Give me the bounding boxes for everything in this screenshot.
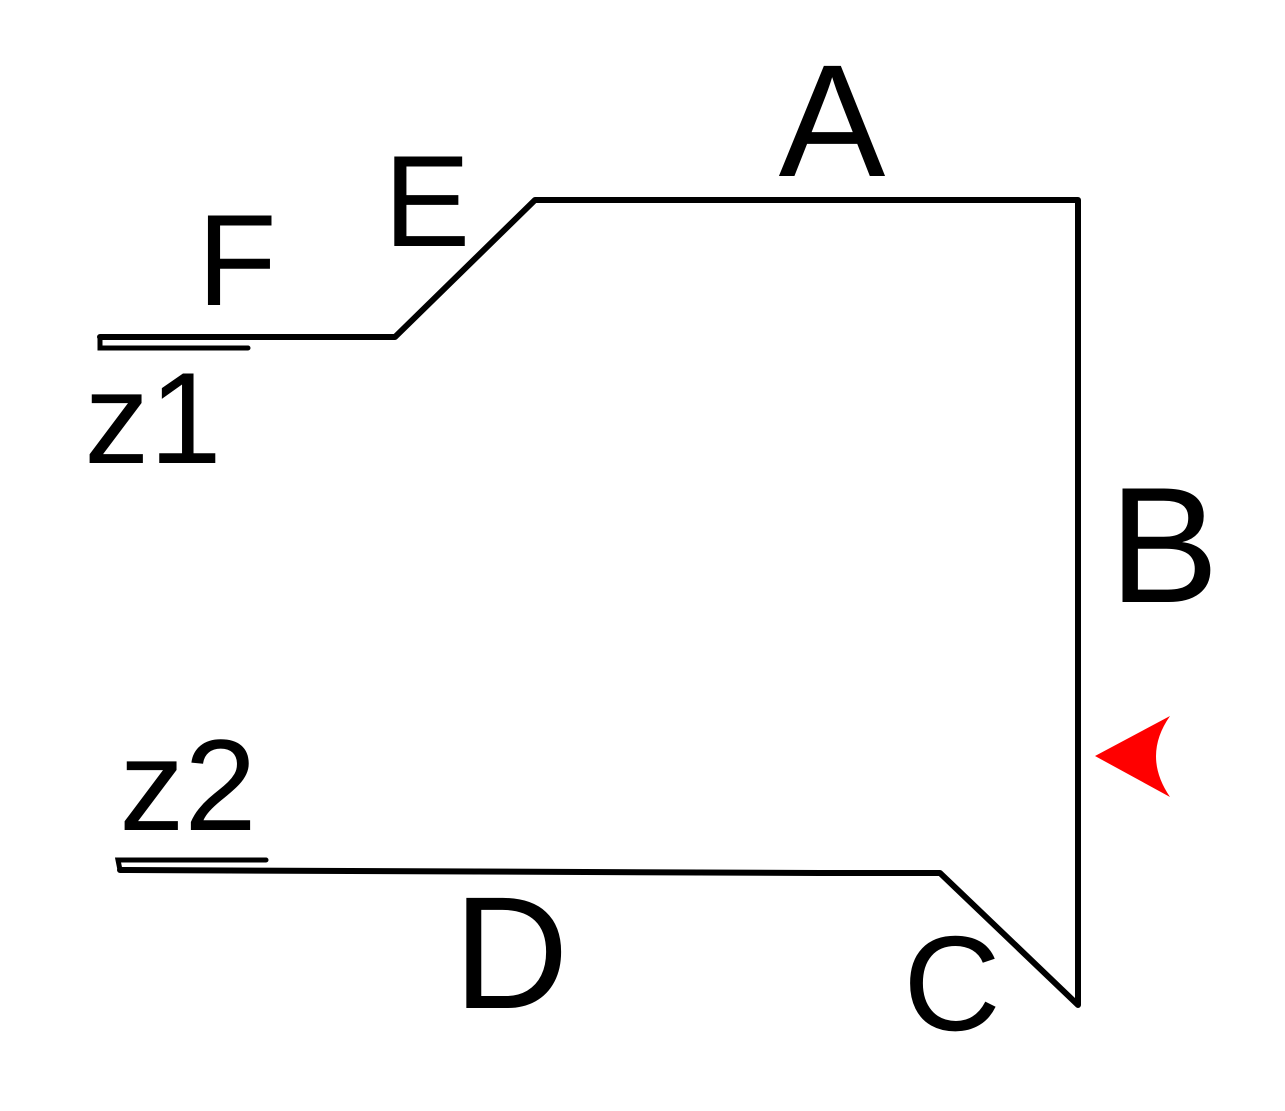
red-arrowhead-icon <box>1095 716 1170 797</box>
label-z2: z2 <box>119 712 256 858</box>
hem-z2 <box>114 857 269 873</box>
label-z1: z1 <box>84 345 221 491</box>
profile-outline <box>97 197 1081 1008</box>
label-d: D <box>453 863 569 1042</box>
label-b: B <box>1109 453 1219 637</box>
label-e: E <box>384 128 471 274</box>
label-c: C <box>903 908 1001 1059</box>
label-a: A <box>779 31 886 210</box>
hem-z1 <box>97 334 251 351</box>
label-f: F <box>197 187 276 333</box>
